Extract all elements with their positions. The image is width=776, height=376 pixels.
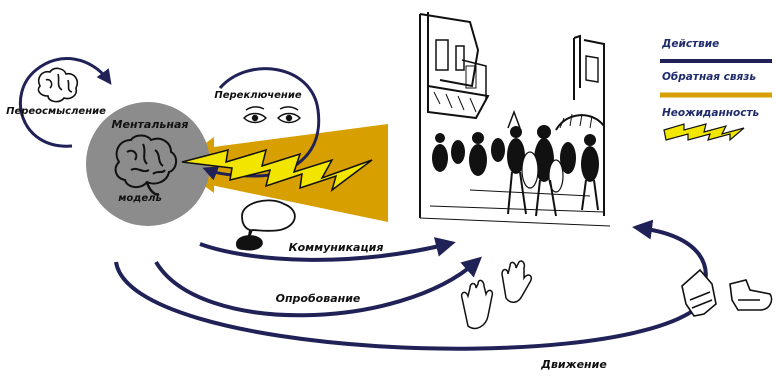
mental-model-subtitle: модель [118,193,162,204]
boots-icon [681,268,773,317]
rethinking-loop: Переосмысление [6,57,112,148]
brain-icon [114,134,177,196]
label-movement: Движение [540,358,607,371]
testing-arrow [154,256,482,318]
street-scene-illustration [419,12,611,227]
label-switching: Переключение [214,90,301,101]
speech-bubble-icon [236,199,296,251]
communication-arrow [199,237,456,262]
hands-icon [460,260,533,330]
eyes-icon [243,106,301,124]
label-rethinking: Переосмысление [6,106,106,117]
lightning-bolt-icon [181,148,373,192]
legend-feedback-label: Обратная связь [662,71,756,83]
mental-model-title: Ментальная [112,118,189,131]
movement-arrow [114,261,696,351]
mental-model-circle [86,102,210,226]
label-communication: Коммуникация [289,241,384,254]
legend: Действие Обратная связь Неожиданность [660,38,772,142]
legend-surprise-label: Неожиданность [662,107,760,119]
brain-icon [37,67,79,103]
legend-action-label: Действие [661,38,719,50]
lightning-bolt-icon [663,123,745,142]
label-testing: Опробование [276,292,361,305]
